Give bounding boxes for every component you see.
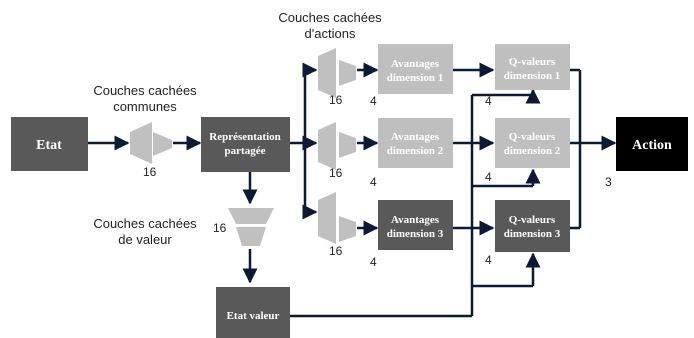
qvalue-box-1 [495, 44, 570, 90]
etat-valeur-box [216, 287, 290, 338]
shared-hidden-trapezoid-left [130, 122, 152, 164]
advantage-box-3 [378, 200, 453, 250]
etat-box [11, 117, 88, 171]
connectors [88, 62, 617, 318]
qvalue-box-3 [495, 200, 570, 252]
qvalue-1-line2: dimension 1 [504, 70, 561, 82]
action-units-number-1: 16 [329, 93, 343, 107]
advantage-3-line2: dimension 3 [387, 228, 444, 240]
action-output-number: 3 [605, 175, 612, 189]
action-hidden-trapezoid-2-right [339, 132, 356, 158]
action-hidden-trapezoid-2-left [318, 122, 336, 170]
shared-hidden-trapezoid-right [153, 132, 172, 156]
etat-label: Etat [36, 138, 62, 153]
value-hidden-caption-line2: de valeur [118, 232, 172, 247]
action-hidden-trapezoid-1-left [318, 48, 336, 98]
action-hidden-caption-line1: Couches cachées [278, 10, 382, 25]
representation-label-line2: partagée [225, 145, 266, 157]
etat-valeur-label: Etat valeur [227, 310, 280, 322]
qvalue-2-line2: dimension 2 [504, 145, 561, 157]
qvalue-3-line2: dimension 3 [504, 228, 561, 240]
representation-label-line1: Représentation [209, 131, 281, 143]
value-hidden-trapezoid-top [228, 208, 274, 224]
qvalue-units-number-3: 4 [485, 253, 492, 267]
qvalue-units-number-2: 4 [485, 170, 492, 184]
advantage-1-line2: dimension 1 [387, 72, 444, 84]
value-hidden-trapezoid-bottom [236, 227, 266, 246]
advantage-box-2 [378, 118, 453, 168]
advantage-units-number-3: 4 [370, 255, 377, 269]
value-hidden-caption-line1: Couches cachées [93, 216, 197, 231]
shared-hidden-caption-line1: Couches cachées [93, 83, 197, 98]
qvalue-1-line1: Q-valeurs [509, 56, 556, 68]
advantage-box-1 [378, 44, 453, 94]
advantage-3-line1: Avantages [391, 214, 440, 226]
action-hidden-trapezoid-3-left [318, 192, 336, 244]
advantage-2-line1: Avantages [391, 131, 440, 143]
advantage-1-line1: Avantages [391, 58, 440, 70]
action-units-number-2: 16 [329, 166, 343, 180]
advantage-2-line2: dimension 2 [387, 145, 444, 157]
action-units-number-3: 16 [329, 244, 343, 258]
shared-hidden-caption-line2: communes [113, 99, 177, 114]
action-hidden-trapezoid-3-right [339, 216, 356, 242]
action-box [616, 117, 688, 171]
advantage-units-number-2: 4 [370, 175, 377, 189]
action-hidden-trapezoid-1-right [339, 60, 356, 86]
value-units-number: 16 [213, 221, 227, 235]
shared-units-number: 16 [143, 165, 157, 179]
action-hidden-caption-line2: d'actions [305, 26, 356, 41]
qvalue-units-number-1: 4 [485, 94, 492, 108]
qvalue-2-line1: Q-valeurs [509, 131, 556, 143]
qvalue-box-2 [495, 118, 570, 168]
qvalue-3-line1: Q-valeurs [509, 214, 556, 226]
action-label: Action [632, 138, 672, 153]
advantage-units-number-1: 4 [370, 94, 377, 108]
representation-box [201, 117, 290, 172]
